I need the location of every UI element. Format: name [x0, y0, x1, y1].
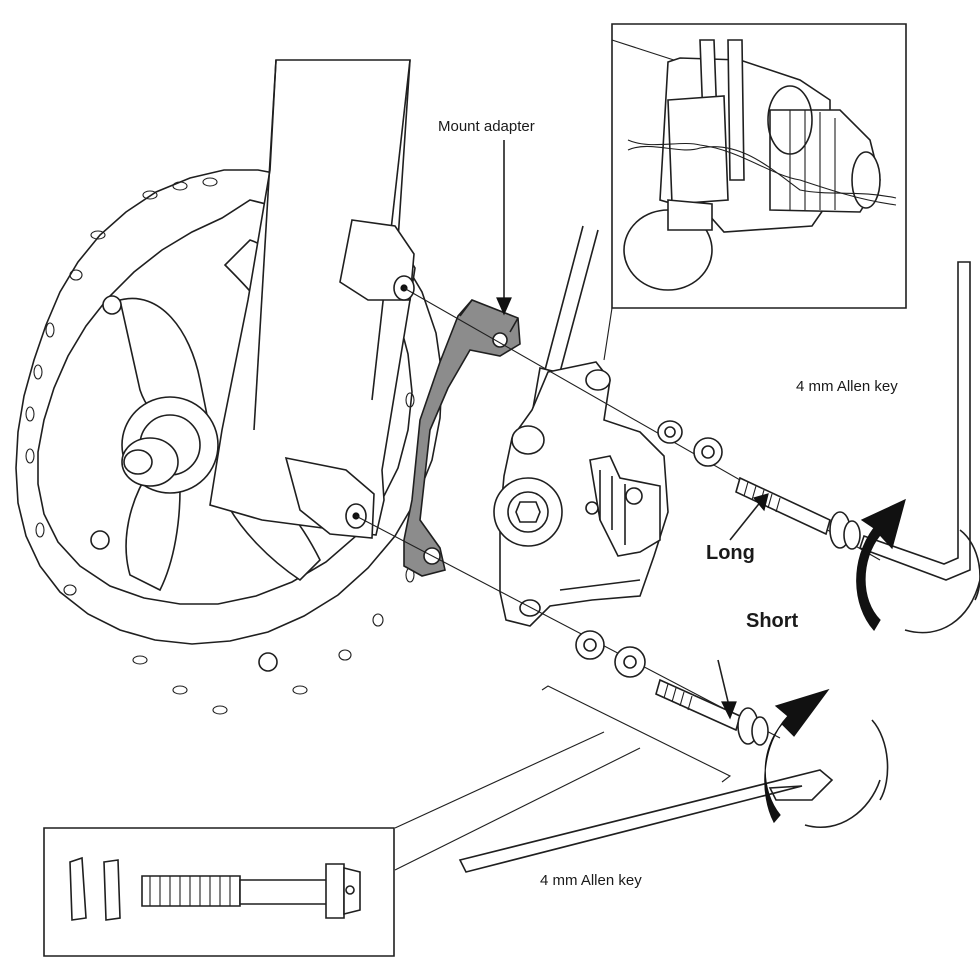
- mount-adapter-label: Mount adapter: [438, 118, 535, 135]
- zoom-inset-bottom: [44, 686, 730, 956]
- brake-caliper: [494, 362, 668, 626]
- zoom-inset-top: [604, 24, 906, 360]
- allen-key-bottom-label: 4 mm Allen key: [540, 872, 642, 889]
- short-bolt-label: Short: [746, 610, 799, 632]
- fork-leg: [210, 60, 415, 538]
- allen-key-top-label: 4 mm Allen key: [796, 378, 898, 395]
- allen-key-lower: [460, 770, 832, 872]
- label-pointers: [497, 140, 768, 718]
- rotation-arrow-upper: [857, 500, 980, 633]
- short-bolt-set: [576, 631, 768, 745]
- long-bolt-set: [658, 421, 860, 549]
- mount-adapter: [404, 300, 520, 576]
- rotation-arrow-lower: [765, 690, 888, 827]
- long-bolt-label: Long: [706, 542, 755, 564]
